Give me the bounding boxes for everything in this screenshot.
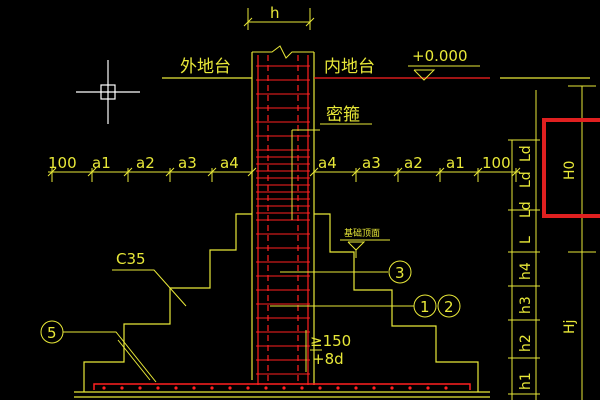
rebar-dot [246, 386, 250, 390]
callout-5-label: 5 [47, 324, 57, 342]
rebar-dot [336, 386, 340, 390]
elevation-label: +0.000 [412, 47, 468, 65]
side-dim-hj: Hj [562, 320, 578, 334]
side-dim-ld-mid: Ld [518, 171, 534, 188]
crosshair-cursor-icon [76, 60, 140, 124]
side-dim-h4: h4 [518, 262, 534, 280]
dim-right-0: a4 [318, 154, 337, 172]
min-length-label: ≥150 [310, 332, 351, 350]
rebar-dot [228, 386, 232, 390]
stirrup-group [256, 65, 310, 375]
highlight-box [542, 118, 600, 218]
outer-ground-label: 外地台 [180, 57, 231, 77]
callout-3 [280, 260, 412, 284]
min-8d-label: +8d [312, 350, 344, 368]
rebar-dot [318, 386, 322, 390]
width-label: h [270, 4, 280, 22]
rebar-dot [192, 386, 196, 390]
dense-stirrup-leader [291, 123, 372, 220]
anchorage-leader [305, 330, 322, 372]
width-dimension [243, 8, 315, 30]
side-dim-h2: h2 [518, 334, 534, 352]
rebar-dot [354, 386, 358, 390]
side-dim-l: L [518, 236, 534, 244]
dim-left-0: 100 [48, 154, 77, 172]
dim-right-1: a3 [362, 154, 381, 172]
break-line [252, 45, 314, 59]
elevation-marker [408, 65, 480, 81]
side-dim-ld-top: Ld [518, 145, 534, 162]
dim-right-2: a2 [404, 154, 423, 172]
foundation-top-label: 基础顶面 [344, 227, 380, 239]
dimension-ticks [47, 167, 521, 182]
dim-left-4: a4 [220, 154, 239, 172]
callout-5 [40, 320, 157, 383]
dense-stirrup-label: 密箍 [326, 105, 360, 125]
rebar-dots [102, 386, 448, 390]
concrete-leader [112, 269, 187, 307]
side-dim-h0: H0 [562, 161, 578, 180]
foundation-rebar [93, 383, 471, 390]
rebar-dot [390, 386, 394, 390]
dim-right-3: a1 [446, 154, 465, 172]
rebar-dot [156, 386, 160, 390]
rebar-dot [372, 386, 376, 390]
dim-left-1: a1 [92, 154, 111, 172]
dim-left-3: a3 [178, 154, 197, 172]
rebar-dot [282, 386, 286, 390]
rebar-dot [120, 386, 124, 390]
rebar-dot [408, 386, 412, 390]
rebar-dot [264, 386, 268, 390]
inner-ground-label: 内地台 [324, 57, 375, 77]
rebar-dot [138, 386, 142, 390]
dim-right-4: 100 [482, 154, 511, 172]
callout-2-label: 2 [444, 298, 454, 316]
foundation-top-marker [340, 239, 390, 258]
rebar-dot [210, 386, 214, 390]
vertical-dimensions [508, 85, 596, 400]
side-dim-h1: h1 [518, 372, 534, 390]
rebar-dot [444, 386, 448, 390]
concrete-grade-label: C35 [116, 250, 146, 268]
rebar-dot [174, 386, 178, 390]
side-dim-h3: h3 [518, 296, 534, 314]
rebar-dot [426, 386, 430, 390]
callout-1-label: 1 [420, 298, 430, 316]
callout-1-2 [270, 294, 461, 318]
callout-3-label: 3 [395, 264, 405, 282]
column-outline [251, 52, 315, 385]
rebar-dot [102, 386, 106, 390]
side-dim-ld-low: Ld [518, 201, 534, 218]
rebar-dot [300, 386, 304, 390]
dim-left-2: a2 [136, 154, 155, 172]
